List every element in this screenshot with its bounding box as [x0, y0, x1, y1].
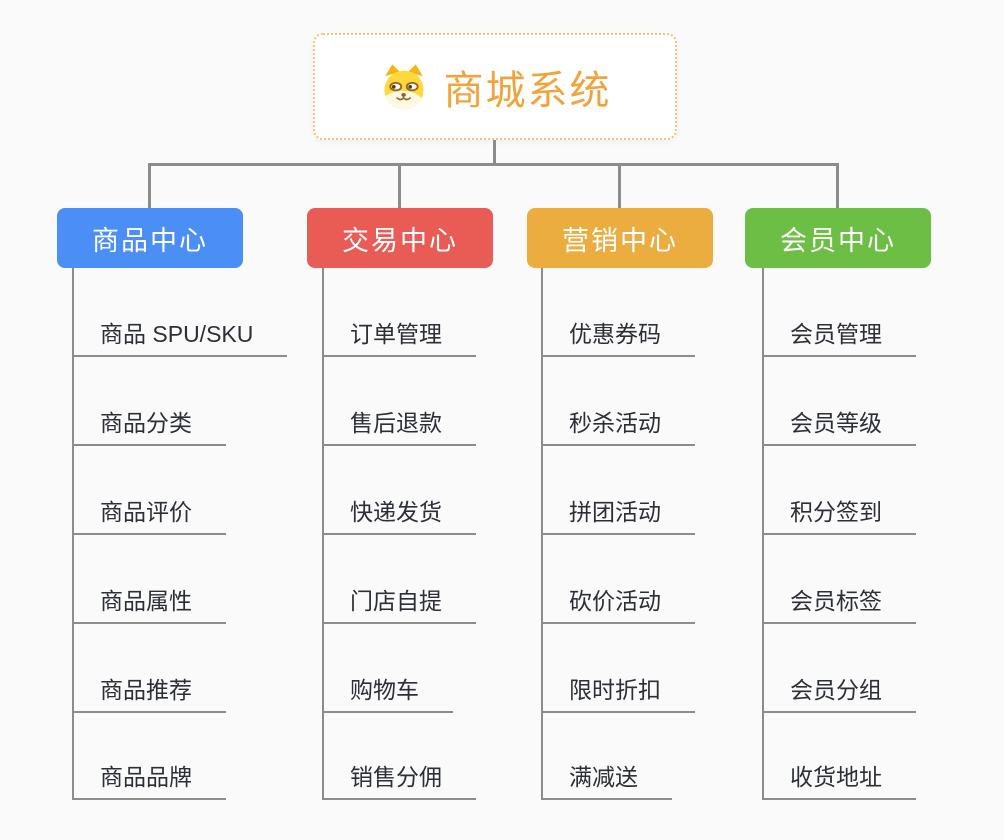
root-node-mall-system[interactable]: 商城系统 — [313, 33, 677, 140]
mindmap-node[interactable]: 秒杀活动 — [541, 407, 695, 446]
mindmap-node[interactable]: 会员等级 — [762, 407, 916, 446]
connector-drop-line — [148, 163, 151, 208]
connector-root-stem — [493, 140, 496, 164]
mindmap-node[interactable]: 销售分佣 — [322, 761, 476, 800]
branch-header-product-center[interactable]: 商品中心 — [57, 208, 243, 268]
branch-header-member-center[interactable]: 会员中心 — [745, 208, 931, 268]
mindmap-node[interactable]: 会员管理 — [762, 318, 916, 357]
mindmap-node[interactable]: 砍价活动 — [541, 585, 695, 624]
mindmap-node[interactable]: 商品评价 — [72, 496, 226, 535]
mindmap-node[interactable]: 商品 SPU/SKU — [72, 318, 288, 357]
mindmap-node[interactable]: 限时折扣 — [541, 674, 695, 713]
connector-drop-line — [618, 163, 621, 208]
mindmap-node[interactable]: 优惠券码 — [541, 318, 695, 357]
mindmap-node[interactable]: 门店自提 — [322, 585, 476, 624]
connector-drop-line — [398, 163, 401, 208]
mindmap-node[interactable]: 商品分类 — [72, 407, 226, 446]
mindmap-node[interactable]: 售后退款 — [322, 407, 476, 446]
mindmap-node[interactable]: 商品属性 — [72, 585, 226, 624]
mindmap-node[interactable]: 会员标签 — [762, 585, 916, 624]
connector-drop-line — [836, 163, 839, 208]
shiba-dog-icon — [379, 62, 429, 112]
mindmap-node[interactable]: 购物车 — [322, 674, 453, 713]
mindmap-node[interactable]: 满减送 — [541, 761, 672, 800]
branch-header-trade-center[interactable]: 交易中心 — [307, 208, 493, 268]
mindmap-node[interactable]: 收货地址 — [762, 761, 916, 800]
branch-header-marketing-center[interactable]: 营销中心 — [527, 208, 713, 268]
mindmap-node[interactable]: 商品推荐 — [72, 674, 226, 713]
mindmap-node[interactable]: 会员分组 — [762, 674, 916, 713]
connector-horizontal-line — [148, 163, 839, 166]
mindmap-node[interactable]: 积分签到 — [762, 496, 916, 535]
root-title: 商城系统 — [443, 68, 612, 113]
mindmap-node[interactable]: 快递发货 — [322, 496, 476, 535]
mindmap-node[interactable]: 订单管理 — [322, 318, 476, 357]
mindmap-node[interactable]: 商品品牌 — [72, 761, 226, 800]
mindmap-node[interactable]: 拼团活动 — [541, 496, 695, 535]
